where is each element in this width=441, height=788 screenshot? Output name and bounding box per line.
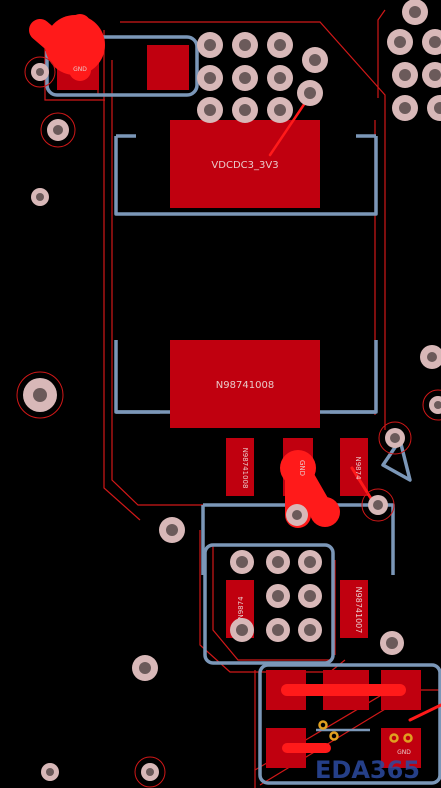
- via-hole: [274, 39, 286, 51]
- silk-bottom-frame: [258, 663, 441, 785]
- via-hole: [434, 401, 441, 409]
- via-hole: [394, 36, 406, 48]
- pad-vdcdc3[interactable]: [170, 120, 320, 208]
- via-hole: [146, 768, 154, 776]
- via-clearance: [378, 421, 412, 455]
- via-hole: [46, 768, 54, 776]
- via-hole: [36, 68, 44, 76]
- via-hole: [53, 125, 63, 135]
- via-hole: [429, 36, 441, 48]
- via-hole: [272, 624, 284, 636]
- pad-bottom-gnd[interactable]: [381, 728, 421, 768]
- via-hole: [309, 54, 321, 66]
- via-hole: [236, 556, 248, 568]
- pad-top-right[interactable]: [147, 45, 189, 90]
- via-hole: [36, 193, 44, 201]
- label-small-right: N9874: [354, 456, 362, 480]
- gnd-blob-top: [45, 15, 105, 75]
- via-hole: [399, 102, 411, 114]
- via-hole: [204, 39, 216, 51]
- pad-labels: GND VDCDC3_3V3 N98741008 N98741008 GND N…: [73, 66, 411, 756]
- silk-middle-frame: [201, 503, 395, 575]
- label-top-gnd: GND: [73, 66, 87, 73]
- label-small-gnd: GND: [298, 460, 306, 476]
- via-hole: [204, 72, 216, 84]
- gold-via: [329, 731, 339, 741]
- label-lower-left: N9874: [237, 596, 245, 620]
- via-clearance: [422, 389, 441, 421]
- via-clearance: [134, 756, 166, 788]
- silk-top-connector: [45, 35, 199, 97]
- small-gold-vias: [318, 720, 413, 743]
- via-hole: [386, 637, 398, 649]
- pad-n98741008[interactable]: [170, 340, 320, 428]
- via-hole: [304, 87, 316, 99]
- via-hole: [373, 500, 383, 510]
- gold-via: [403, 733, 413, 743]
- via-hole: [292, 510, 302, 520]
- via-hole: [272, 556, 284, 568]
- via-clearance: [24, 56, 56, 88]
- pad-small-left[interactable]: [226, 438, 254, 496]
- via-hole: [166, 524, 178, 536]
- via-clearance: [16, 371, 64, 419]
- gold-via: [318, 720, 328, 730]
- silk-lower-frame: [203, 543, 335, 665]
- via-hole: [239, 72, 251, 84]
- via-hole: [274, 72, 286, 84]
- via-hole: [304, 624, 316, 636]
- label-lower-right: N98741007: [354, 587, 363, 634]
- via-hole: [272, 590, 284, 602]
- pad-lower-right[interactable]: [340, 580, 368, 638]
- via-hole: [33, 388, 47, 402]
- via-hole: [304, 590, 316, 602]
- via-hole: [409, 6, 421, 18]
- via-layer: [16, 0, 441, 788]
- via-hole: [274, 104, 286, 116]
- label-n98741008: N98741008: [216, 380, 274, 391]
- via-hole: [236, 624, 248, 636]
- label-small-left: N98741008: [241, 448, 249, 489]
- via-hole: [429, 69, 441, 81]
- gold-via: [389, 733, 399, 743]
- silk-triangle-marker: [381, 438, 412, 482]
- via-hole: [139, 662, 151, 674]
- via-hole: [204, 104, 216, 116]
- eda365-watermark: EDA365: [315, 756, 420, 784]
- silkscreen-layer: [45, 35, 441, 785]
- via-hole: [390, 433, 400, 443]
- via-hole: [239, 104, 251, 116]
- via-hole: [427, 352, 437, 362]
- via-clearance: [361, 488, 395, 522]
- via-hole: [304, 556, 316, 568]
- label-bottom-gnd: GND: [397, 749, 411, 756]
- via-hole: [399, 69, 411, 81]
- via-clearance: [40, 112, 76, 148]
- via-hole: [239, 39, 251, 51]
- label-vdcdc3: VDCDC3_3V3: [211, 160, 278, 171]
- silk-upper-bracket: [114, 136, 378, 216]
- via-hole: [434, 102, 441, 114]
